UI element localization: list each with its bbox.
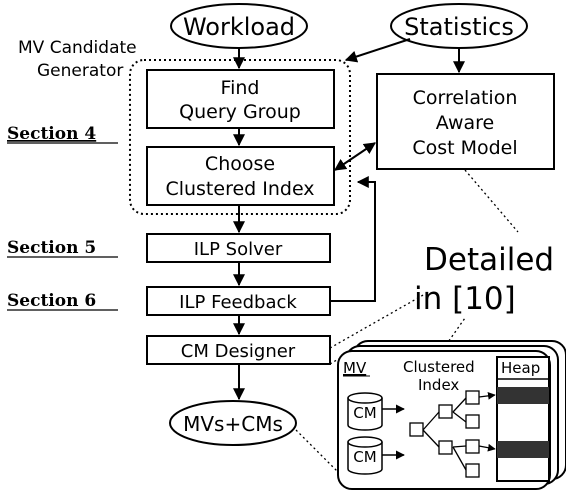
clustered-index-label: Clustered Index [165,178,314,200]
arrow-leaf-heap-2 [478,443,496,452]
generator-label-line2: Generator [37,61,123,81]
section-5-label: Section 5 [7,238,96,258]
btree-leaf-node [465,414,480,429]
arrow-stats-generator [344,38,411,63]
cm-cylinder-1-label: CM [353,404,376,422]
mvs-cms-label: MVs+CMs [183,412,283,436]
cm-designer-box: CM Designer [146,335,331,365]
choose-clustered-index-box: Choose Clustered Index [146,146,335,206]
ilp-solver-box: ILP Solver [146,233,331,263]
ilp-feedback-label: ILP Feedback [179,292,297,313]
inset-mv-label: MV [343,359,367,377]
workload-label: Workload [183,13,295,41]
inset-index-label: Index [418,376,459,394]
section-6-label: Section 6 [7,291,96,311]
cost-model-line1: Correlation [413,87,518,109]
arrow-choose-costmodel [334,142,376,171]
cost-model-line2: Aware [436,112,495,134]
btree-leaf-node [465,439,480,454]
btree-inner-node [438,404,453,419]
cm-designer-label: CM Designer [181,341,296,362]
btree-edges [422,397,467,471]
cost-model-box: Correlation Aware Cost Model [376,73,555,170]
detailed-label-line2: in [10] [414,281,516,317]
cost-model-line3: Cost Model [412,137,517,159]
cm-cylinder-2-label: CM [353,448,376,466]
heap-table [496,356,550,482]
choose-label: Choose [205,153,275,175]
arrow-feedback-loop [330,176,376,302]
btree-leaf-node [465,390,480,405]
statistics-node: Statistics [390,3,528,49]
btree-leaf-node [465,463,480,478]
inset-clustered-label: Clustered [403,358,475,376]
cm-cylinder-1: CM [347,392,383,431]
ilp-solver-label: ILP Solver [194,239,283,260]
heap-block-1 [497,387,549,404]
find-query-group-box: Find Query Group [146,69,335,129]
detailed-label-line1: Detailed [424,242,554,278]
dotted-designer-detail [329,293,426,349]
btree-root-node [409,422,424,437]
inset-heap-label: Heap [501,359,540,377]
find-label: Find [221,77,260,99]
cm-cylinder-2: CM [347,436,383,475]
arrow-leaf-heap-1 [478,392,496,400]
statistics-label: Statistics [404,13,514,41]
section-4-label: Section 4 [7,124,96,144]
cm-inset-panel: MV Clustered Index Heap CM CM [337,340,566,490]
mvs-cms-node: MVs+CMs [169,400,297,446]
dotted-costmodel-detail [464,169,519,233]
heap-block-2 [497,441,549,458]
generator-label-line1: MV Candidate [18,38,137,58]
dotted-output-inset [295,429,341,475]
workload-node: Workload [170,3,308,49]
ilp-feedback-box: ILP Feedback [146,286,331,316]
query-group-label: Query Group [179,101,301,123]
btree-inner-node [438,440,453,455]
